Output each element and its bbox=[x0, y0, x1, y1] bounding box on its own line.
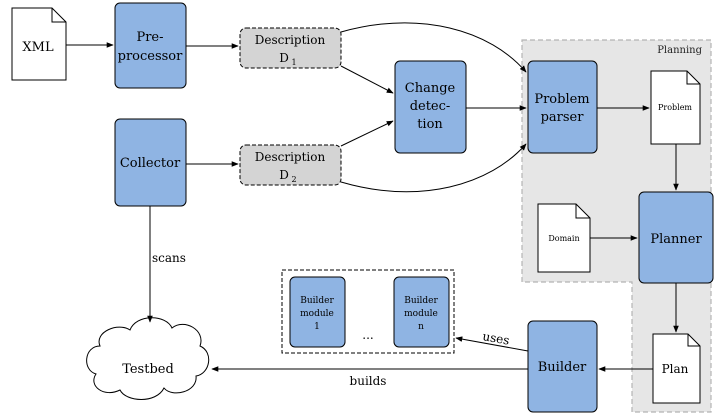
change-detection-line3: tion bbox=[417, 117, 443, 132]
edge-description1-change-detection bbox=[340, 65, 394, 94]
preprocessor-node: Pre- processor bbox=[114, 2, 187, 89]
collector-label: Collector bbox=[120, 156, 181, 171]
description-2-node: Description D 2 bbox=[239, 144, 342, 186]
edges bbox=[66, 22, 679, 372]
edge-label-builds: builds bbox=[350, 374, 387, 388]
builder-module-n-node: Builder module n bbox=[393, 276, 450, 348]
planning-label: Planning bbox=[657, 45, 702, 56]
builder-modules-ellipsis: ... bbox=[362, 328, 373, 342]
edge-label-uses: uses bbox=[481, 329, 510, 348]
builder-module-n-line3: n bbox=[418, 322, 424, 332]
plan-doc-label: Plan bbox=[662, 362, 689, 376]
edge-builder-modules bbox=[455, 336, 529, 352]
problem-doc-label: Problem bbox=[658, 103, 692, 112]
builder-module-n-line2: module bbox=[404, 309, 438, 319]
domain-document: Domain bbox=[537, 203, 591, 273]
description-1-label: Description bbox=[255, 33, 326, 47]
change-detection-line1: Change bbox=[405, 81, 456, 96]
xml-document: XML bbox=[11, 7, 67, 81]
edge-description1-parser bbox=[340, 22, 527, 73]
description-2-label: Description bbox=[255, 150, 326, 164]
description-1-node: Description D 1 bbox=[239, 27, 342, 69]
builder-modules-group bbox=[281, 269, 455, 354]
builder-module-1-line3: 1 bbox=[314, 322, 320, 332]
description-2-symbol: D bbox=[279, 168, 289, 182]
description-1-subscript: 1 bbox=[291, 58, 296, 67]
planner-node: Planner bbox=[638, 191, 714, 284]
edge-description2-parser bbox=[340, 143, 527, 193]
planner-label: Planner bbox=[650, 232, 702, 247]
builder-label: Builder bbox=[538, 360, 587, 375]
problem-parser-line2: parser bbox=[541, 110, 585, 125]
domain-doc-label: Domain bbox=[548, 234, 579, 243]
builder-node: Builder bbox=[527, 320, 598, 413]
description-2-subscript: 2 bbox=[291, 175, 296, 184]
collector-node: Collector bbox=[114, 118, 187, 207]
builder-module-1-line2: module bbox=[300, 309, 334, 319]
description-1-symbol: D bbox=[279, 51, 289, 65]
builder-module-1-node: Builder module 1 bbox=[289, 276, 346, 348]
problem-parser-node: Problem parser bbox=[527, 60, 598, 154]
builder-module-1-line1: Builder bbox=[300, 296, 334, 306]
change-detection-node: Change detec- tion bbox=[394, 60, 467, 154]
change-detection-line2: detec- bbox=[410, 99, 451, 114]
problem-parser-line1: Problem bbox=[534, 92, 589, 107]
builder-module-n-line1: Builder bbox=[404, 296, 438, 306]
preprocessor-label-line2: processor bbox=[118, 49, 184, 64]
preprocessor-label-line1: Pre- bbox=[136, 30, 163, 45]
problem-document: Problem bbox=[650, 70, 701, 145]
testbed-cloud: Testbed bbox=[86, 317, 210, 400]
xml-label: XML bbox=[22, 40, 54, 55]
edge-label-scans: scans bbox=[152, 251, 186, 265]
plan-document: Plan bbox=[652, 333, 701, 404]
testbed-label: Testbed bbox=[122, 362, 174, 377]
edge-description2-change-detection bbox=[340, 120, 394, 147]
